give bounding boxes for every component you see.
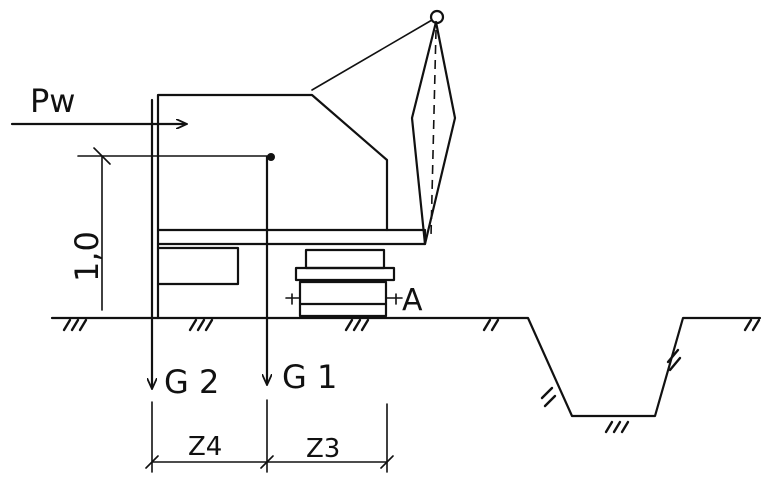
point-a-label: A xyxy=(402,283,423,318)
center-of-gravity-dot xyxy=(267,153,275,161)
jib xyxy=(410,20,457,246)
z3-label: Z3 xyxy=(306,434,340,464)
g1-label: G 1 xyxy=(282,358,337,396)
undercarriage xyxy=(285,248,403,318)
counterweight-box xyxy=(156,246,240,286)
z4-label: Z4 xyxy=(188,432,222,462)
ground-line xyxy=(50,316,762,418)
height-label: 1,0 xyxy=(68,231,106,282)
mast-cable xyxy=(311,19,433,91)
wind-force-label: Pw xyxy=(30,82,75,120)
crane-deck xyxy=(156,228,427,246)
ground-hatching xyxy=(62,318,761,434)
jib-centerline xyxy=(430,29,437,237)
horizontal-dimensions xyxy=(145,399,394,473)
crane-body xyxy=(156,93,389,320)
g2-label: G 2 xyxy=(164,363,219,401)
jib-top-pulley xyxy=(429,9,445,25)
